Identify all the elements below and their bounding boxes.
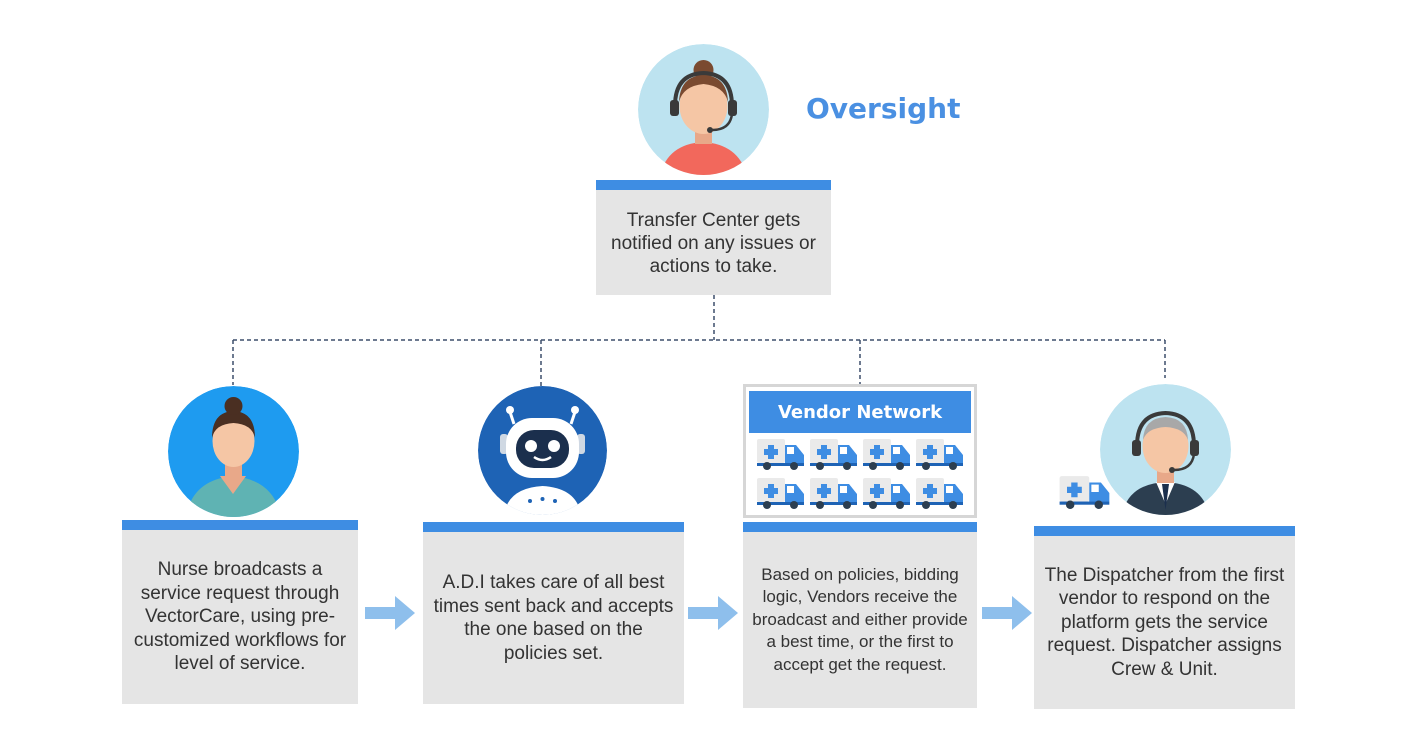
step-1-box: Nurse broadcasts a service request throu… bbox=[122, 520, 358, 704]
arrow-right-icon bbox=[688, 596, 738, 630]
arrow-right-icon bbox=[982, 596, 1032, 630]
vendor-network-title: Vendor Network bbox=[749, 391, 971, 433]
arrow-right-icon bbox=[365, 596, 415, 630]
robot-avatar bbox=[478, 386, 607, 515]
ambulance-icon bbox=[863, 439, 910, 470]
step-2-box: A.D.I takes care of all best times sent … bbox=[423, 522, 684, 704]
transfer-center-text: Transfer Center gets notified on any iss… bbox=[611, 210, 816, 277]
ambulance-icon bbox=[810, 439, 857, 470]
dispatcher-icon bbox=[1100, 384, 1231, 515]
step-3-text: Based on policies, bidding logic, Vendor… bbox=[752, 564, 968, 674]
ambulance-icon bbox=[916, 478, 963, 509]
ambulance-icon bbox=[916, 439, 963, 470]
transfer-center-box: Transfer Center gets notified on any iss… bbox=[596, 180, 831, 295]
ambulance-icon bbox=[757, 439, 804, 470]
vendor-network-card: Vendor Network bbox=[743, 384, 977, 518]
ambulance-icon bbox=[1059, 476, 1110, 509]
step-3-box: Based on policies, bidding logic, Vendor… bbox=[743, 522, 977, 708]
headset-woman-icon bbox=[638, 44, 769, 175]
ambulance-icon bbox=[810, 478, 857, 509]
ambulance-icon bbox=[757, 478, 804, 509]
oversight-title: Oversight bbox=[806, 92, 961, 125]
nurse-icon bbox=[168, 386, 299, 517]
ambulance-icon bbox=[863, 478, 910, 509]
step-2-text: A.D.I takes care of all best times sent … bbox=[433, 572, 674, 664]
robot-icon bbox=[478, 386, 607, 515]
step-1-text: Nurse broadcasts a service request throu… bbox=[133, 559, 347, 675]
step-4-box: The Dispatcher from the first vendor to … bbox=[1034, 526, 1295, 709]
dispatcher-avatar bbox=[1100, 384, 1231, 515]
transfer-center-avatar bbox=[638, 44, 769, 175]
step-4-text: The Dispatcher from the first vendor to … bbox=[1044, 564, 1285, 680]
nurse-avatar bbox=[168, 386, 299, 517]
